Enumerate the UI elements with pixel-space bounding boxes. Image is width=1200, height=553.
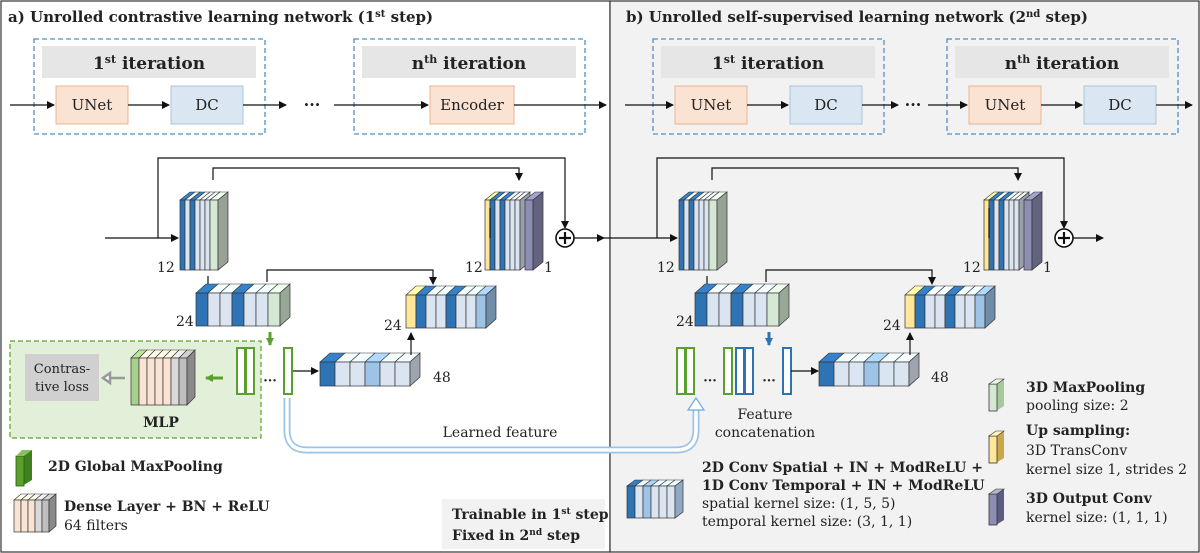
decoder-conv-12-right-b	[983, 191, 1030, 271]
iteration-1-label-b: 1st iteration	[712, 53, 824, 74]
iteration-1-group-b	[652, 38, 885, 135]
decoder-conv-24-right	[405, 285, 497, 329]
legend-gmp-label: 2D Global MaxPooling	[48, 459, 223, 475]
ellipsis-b: ···	[905, 95, 922, 114]
unet-architecture-a	[105, 157, 605, 387]
channel-24-right-b: 24	[883, 318, 901, 334]
mlp-stack	[130, 349, 196, 406]
unet-label-b1: UNet	[691, 96, 732, 114]
encoder-conv-24-left	[195, 283, 291, 327]
output-conv-b	[1023, 191, 1043, 271]
legend-conv-block	[626, 479, 684, 519]
dc-label-b2: DC	[1108, 96, 1132, 114]
vector-ellipsis-b1: ···	[703, 374, 717, 389]
encoder-label-a: Encoder	[440, 96, 505, 114]
legend-conv-label-4: temporal kernel size: (3, 1, 1)	[702, 514, 912, 530]
dc-block-a	[170, 85, 244, 125]
iteration-n-group-b	[946, 38, 1179, 135]
channel-1-b: 1	[1043, 260, 1052, 276]
legend-maxpool-sub: pooling size: 2	[1026, 398, 1129, 414]
ellipsis-a: ···	[304, 95, 321, 114]
concat-feature-vectors-b: ··· ···	[676, 347, 792, 395]
channel-12-left-b: 12	[657, 260, 675, 276]
channel-12-right-a: 12	[465, 260, 483, 276]
dc-block-b2	[1083, 85, 1157, 125]
residual-add	[555, 228, 575, 248]
legend-upsample-sub-1: 3D TransConv	[1026, 443, 1127, 459]
decoder-conv-12-right	[484, 191, 531, 271]
legend-dense-layer	[13, 493, 57, 533]
iteration-n-label-a: nth iteration	[412, 53, 527, 74]
loss-arrow	[100, 370, 125, 386]
contrastive-loss-label-1: Contras-	[34, 362, 90, 377]
iteration-n-group-a	[353, 38, 586, 135]
bottleneck-48-b	[818, 352, 920, 387]
learned-feature-label: Learned feature	[443, 425, 558, 441]
iteration-n-header-b	[955, 46, 1169, 78]
unet-label-a: UNet	[72, 96, 113, 114]
output-conv	[524, 191, 544, 271]
legend-upsample-label: Up sampling:	[1026, 423, 1130, 439]
channel-12-right-b: 12	[963, 260, 981, 276]
dc-block-b1	[789, 85, 863, 125]
channel-48-a: 48	[433, 370, 451, 386]
legend-dense-label: Dense Layer + BN + ReLU	[64, 499, 270, 515]
legend-outconv-icon	[988, 488, 1005, 526]
iteration-1-header-a	[42, 46, 256, 78]
contrastive-loss-box	[25, 354, 99, 401]
trainable-note-2: Fixed in 2nd step	[452, 528, 580, 544]
channel-24-left-a: 24	[176, 314, 194, 330]
vector-ellipsis-a: ···	[263, 374, 277, 389]
legend-maxpool-icon	[988, 378, 1005, 412]
trainable-note-box	[442, 499, 605, 549]
contrastive-loss-label-2: tive loss	[35, 380, 89, 395]
channel-12-left-a: 12	[157, 260, 175, 276]
legend-conv-label-3: spatial kernel size: (1, 5, 5)	[702, 496, 896, 512]
channel-24-right-a: 24	[384, 318, 402, 334]
legend-global-maxpool	[15, 450, 32, 487]
legend-outconv-sub: kernel size: (1, 1, 1)	[1026, 510, 1168, 526]
residual-add-b	[1054, 228, 1074, 248]
iteration-n-header-a	[362, 46, 576, 78]
encoder-conv-24-left-b	[694, 283, 790, 327]
maxpool-1	[209, 191, 229, 271]
unet-label-b2: UNet	[985, 96, 1026, 114]
pooled-feature-vectors-a: ···	[236, 347, 293, 395]
channel-1-a: 1	[544, 260, 553, 276]
panel-a-title: a) Unrolled contrastive learning network…	[8, 8, 433, 26]
iteration-1-group-a	[33, 38, 266, 135]
feature-concat-label-2: concatenation	[715, 425, 815, 441]
legend-upsample-sub-2: kernel size 1, strides 2	[1026, 462, 1187, 478]
channel-48-b: 48	[931, 370, 949, 386]
bottleneck-48	[319, 352, 421, 387]
dc-label-a: DC	[195, 96, 219, 114]
maxpool-1-b	[708, 191, 728, 271]
unet-block-b1	[674, 85, 748, 125]
legend-dense-sub: 64 filters	[64, 518, 128, 534]
encoder-block-a	[429, 85, 515, 125]
iteration-1-header-b	[661, 46, 875, 78]
trainable-note-1: Trainable in 1st step	[452, 507, 609, 523]
decoder-conv-24-right-b	[904, 285, 996, 329]
legend-conv-label-1: 2D Conv Spatial + IN + ModReLU +	[702, 460, 983, 476]
legend-upsample-icon	[988, 430, 1005, 464]
legend-maxpool-label: 3D MaxPooling	[1026, 380, 1145, 396]
unet-block-a	[55, 85, 129, 125]
unet-block-b2	[968, 85, 1042, 125]
legend-outconv-label: 3D Output Conv	[1026, 491, 1153, 507]
legend-conv-label-2: 1D Conv Temporal + IN + ModReLU	[702, 478, 985, 494]
feature-concat-label-1: Feature	[737, 407, 792, 423]
channel-24-left-b: 24	[676, 314, 694, 330]
iteration-1-label-a: 1st iteration	[93, 53, 205, 74]
vector-ellipsis-b2: ···	[762, 374, 776, 389]
iteration-n-label-b: nth iteration	[1005, 53, 1120, 74]
unet-architecture-b	[604, 157, 1104, 387]
mlp-label: MLP	[143, 415, 179, 431]
dc-label-b1: DC	[814, 96, 838, 114]
panel-b-title: b) Unrolled self-supervised learning net…	[626, 8, 1088, 26]
